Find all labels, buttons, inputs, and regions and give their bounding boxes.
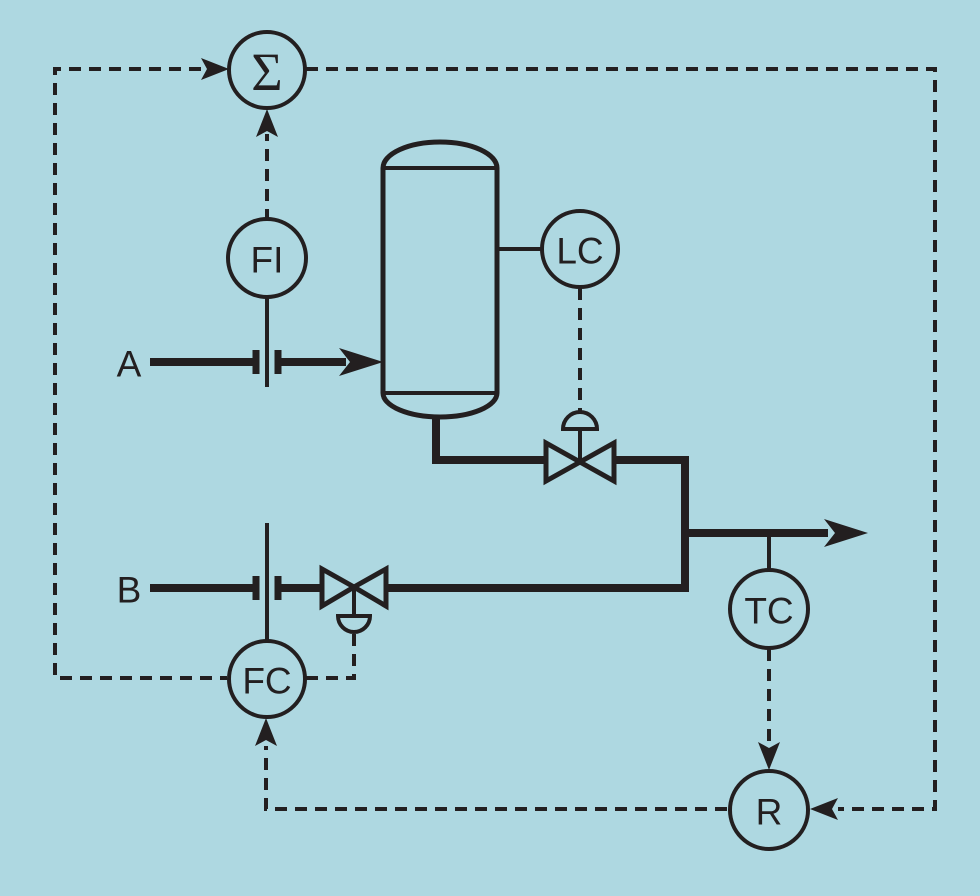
instrument-ratio-label: R bbox=[756, 792, 783, 833]
valve-actuator-diaphragm-icon bbox=[560, 410, 600, 431]
product-junction-pipe bbox=[386, 456, 689, 592]
arrow-into-ratio-right-icon bbox=[810, 798, 838, 820]
instrument-circle bbox=[226, 217, 308, 299]
vessel bbox=[380, 139, 542, 420]
fc-control-valve bbox=[319, 564, 389, 634]
instrument-sum: Σ bbox=[227, 30, 307, 110]
lc-control-valve bbox=[543, 410, 617, 486]
instrument-fc: FC bbox=[227, 639, 307, 719]
instrument-circle bbox=[728, 769, 810, 851]
instrument-lc: LC bbox=[540, 209, 620, 289]
arrow-into-ratio-top-icon bbox=[758, 742, 780, 770]
stream-a-label: A bbox=[117, 344, 142, 385]
product-arrow-icon bbox=[824, 519, 868, 547]
ratio-to-fc-signal-line bbox=[264, 746, 727, 811]
arrow-into-sum-left-icon bbox=[201, 58, 229, 80]
instrument-lc-label: LC bbox=[556, 231, 603, 272]
instrument-circle bbox=[227, 639, 307, 719]
instrument-fi-label: FI bbox=[251, 240, 284, 281]
orifice-bar-icon bbox=[252, 350, 260, 374]
instrument-sum-label: Σ bbox=[251, 42, 282, 102]
valve-actuator-diaphragm-icon bbox=[335, 614, 373, 634]
instrument-tc: TC bbox=[728, 533, 810, 650]
instrument-fc-label: FC bbox=[242, 661, 291, 702]
vessel-outlet-pipe bbox=[432, 410, 545, 464]
instrument-circle bbox=[728, 568, 810, 650]
stream-b-orifice bbox=[252, 523, 282, 641]
stream-a-orifice bbox=[252, 297, 282, 387]
orifice-bar-icon bbox=[274, 576, 282, 600]
instrument-fi: FI bbox=[226, 217, 308, 299]
valve-body-right-icon bbox=[349, 564, 389, 611]
stream-a-arrow-icon bbox=[339, 348, 383, 376]
arrow-into-fc-bottom-icon bbox=[255, 718, 277, 746]
orifice-bar-icon bbox=[252, 576, 260, 600]
vessel-body bbox=[380, 139, 500, 420]
orifice-bar-icon bbox=[274, 350, 282, 374]
instrument-tc-label: TC bbox=[744, 591, 793, 632]
stream-b-label: B bbox=[117, 570, 142, 611]
valve-body-left-icon bbox=[319, 564, 359, 611]
fc-to-valve-signal-line bbox=[306, 634, 356, 680]
valve-body-left-icon bbox=[543, 438, 586, 486]
fi-to-fc-signal-line bbox=[53, 67, 227, 680]
valve-body-right-icon bbox=[574, 438, 617, 486]
instrument-circle bbox=[227, 30, 307, 110]
instrument-circle bbox=[540, 209, 620, 289]
instrument-ratio: R bbox=[728, 769, 810, 851]
arrow-into-sum-bottom-icon bbox=[256, 109, 278, 137]
